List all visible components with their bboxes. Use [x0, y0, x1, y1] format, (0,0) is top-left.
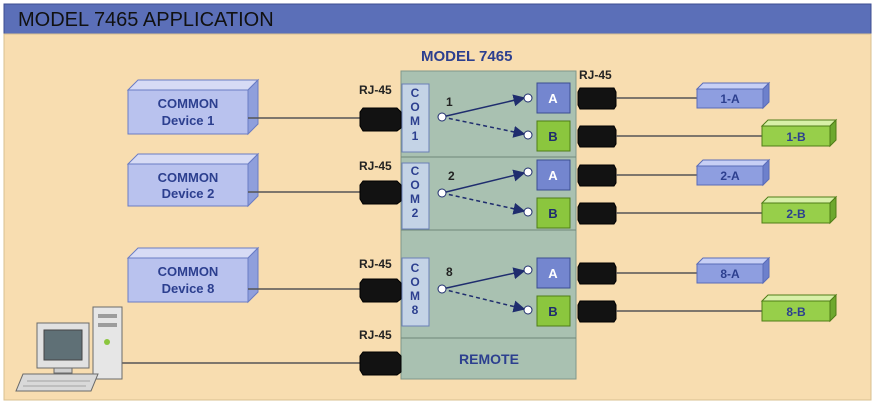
rj45-label: RJ-45: [359, 83, 392, 97]
port-b: [536, 120, 571, 152]
com-letter: 8: [412, 303, 419, 317]
output-label: 1-B: [786, 130, 806, 144]
device-line1: COMMON: [158, 170, 219, 185]
output-device-1a: 1-A: [695, 81, 771, 110]
port-b: [536, 295, 571, 327]
com-letter: O: [410, 100, 419, 114]
rj45-connector: [577, 300, 617, 323]
com-letter: 2: [412, 206, 419, 220]
com-letter: C: [411, 261, 420, 275]
switch-number: 8: [446, 265, 453, 279]
port-b-label: B: [548, 304, 557, 319]
com2-block: [401, 162, 430, 230]
output-label: 8-B: [786, 305, 806, 319]
com-letter: C: [411, 86, 420, 100]
com-letter: O: [410, 178, 419, 192]
common-device-2: COMMON Device 2: [126, 152, 260, 208]
com-letter: M: [410, 114, 420, 128]
rj45-connector: [577, 164, 617, 187]
rj45-label: RJ-45: [359, 257, 392, 271]
rj45-connector: [577, 262, 617, 285]
title-bar: [3, 3, 872, 35]
com-letter: O: [410, 275, 419, 289]
device-line1: COMMON: [158, 264, 219, 279]
port-a: [536, 82, 571, 114]
switch-8: 8: [437, 265, 533, 315]
port-a: [536, 257, 571, 289]
com-letter: M: [410, 289, 420, 303]
rj45-connector: [359, 107, 402, 132]
rj45-connector: [359, 180, 402, 205]
switch-number: 2: [448, 169, 455, 183]
computer-icon: [15, 306, 123, 392]
output-device-1b: 1-B: [760, 118, 838, 148]
device-line2: Device 8: [162, 281, 215, 296]
output-device-8a: 8-A: [695, 256, 771, 285]
output-device-2a: 2-A: [695, 158, 771, 187]
port-a-label: A: [548, 168, 558, 183]
port-b-label: B: [548, 129, 557, 144]
output-label: 8-A: [720, 267, 740, 281]
port-a: [536, 159, 571, 191]
common-device-8: COMMON Device 8: [126, 246, 260, 304]
model-label: MODEL 7465: [421, 48, 512, 65]
rj45-label: RJ-45: [579, 68, 612, 82]
rj45-connector: [359, 351, 402, 376]
device-line1: COMMON: [158, 96, 219, 111]
output-label: 1-A: [720, 92, 740, 106]
port-a-label: A: [548, 91, 558, 106]
com-letter: C: [411, 164, 420, 178]
port-b-label: B: [548, 206, 557, 221]
common-device-1: COMMON Device 1: [126, 78, 260, 136]
switch-number: 1: [446, 95, 453, 109]
port-a-label: A: [548, 266, 558, 281]
output-device-2b: 2-B: [760, 195, 838, 225]
rj45-label: RJ-45: [359, 159, 392, 173]
rj45-connector: [359, 278, 402, 303]
com-letter: 1: [412, 129, 419, 143]
output-device-8b: 8-B: [760, 293, 838, 323]
rj45-connector: [577, 202, 617, 225]
rj45-connector: [577, 87, 617, 110]
port-b: [536, 197, 571, 229]
com-letter: M: [410, 192, 420, 206]
rj45-label: RJ-45: [359, 328, 392, 342]
switch-2: 2: [437, 167, 533, 217]
remote-label: REMOTE: [459, 351, 519, 367]
output-label: 2-B: [786, 207, 806, 221]
com1-block: [401, 83, 430, 153]
com8-block: [401, 257, 430, 327]
device-line2: Device 1: [162, 113, 215, 128]
output-label: 2-A: [720, 169, 740, 183]
device-line2: Device 2: [162, 186, 215, 201]
switch-1: 1: [437, 93, 533, 140]
diagram-title: MODEL 7465 APPLICATION: [18, 9, 274, 31]
rj45-connector: [577, 125, 617, 148]
